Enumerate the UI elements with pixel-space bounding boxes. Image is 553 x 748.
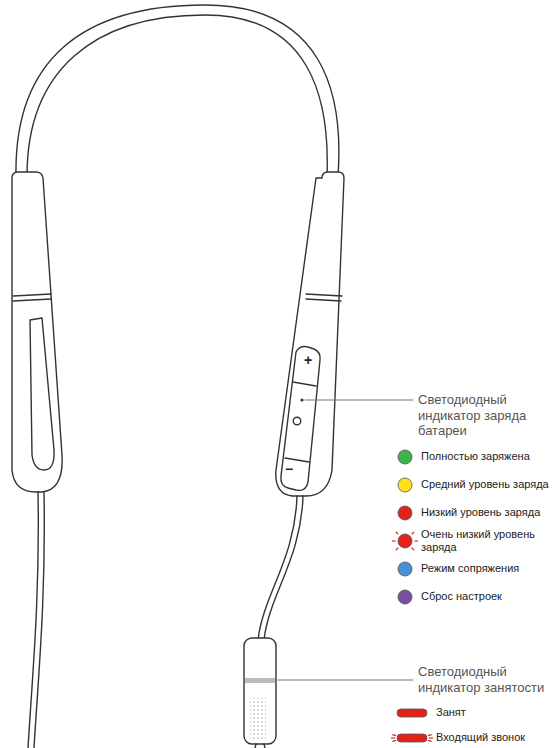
right-cable	[258, 496, 297, 640]
legend-label: Очень низкий уровень заряда	[421, 528, 550, 554]
callout-label: Светодиодный индикатор занятости	[418, 664, 550, 695]
left-cable	[34, 492, 44, 748]
bottom-cable	[255, 744, 265, 748]
legend-swatch	[397, 709, 427, 717]
legend-sample	[398, 590, 412, 604]
legend-swatch	[398, 450, 412, 464]
legend-label: Режим сопряжения	[421, 562, 550, 575]
legend-label: Сброс настроек	[421, 590, 550, 603]
left-pod-inner	[30, 318, 54, 470]
legend-sample	[391, 734, 433, 742]
right-pod	[276, 172, 344, 496]
button-sign: +	[301, 353, 315, 367]
legend-sample	[392, 532, 418, 550]
legend-label: Входящий звонок	[436, 731, 550, 744]
legend-swatch	[398, 562, 412, 576]
legend-swatch	[398, 506, 412, 520]
neckband-inner	[27, 15, 327, 176]
right-pod-seam	[306, 294, 342, 296]
neckband	[16, 5, 339, 176]
left-pod-seam	[13, 294, 51, 296]
flash-ray	[428, 735, 432, 736]
busy-led-band	[245, 678, 275, 683]
legend-sample	[398, 478, 412, 492]
flash-ray	[412, 532, 414, 534]
remote-housing	[244, 638, 276, 744]
multifunction-button	[293, 417, 301, 425]
leader-line	[278, 680, 413, 681]
battery-led	[300, 398, 303, 401]
flash-ray	[392, 540, 396, 541]
legend-sample	[398, 506, 412, 520]
flash-ray	[391, 737, 395, 738]
flash-ray	[415, 540, 419, 541]
right-pod-seam	[306, 299, 341, 301]
flash-ray	[396, 548, 398, 550]
legend-swatch	[398, 534, 412, 548]
left-pod	[12, 172, 62, 492]
legend-label: Занят	[436, 706, 550, 719]
legend-label: Низкий уровень заряда	[421, 506, 550, 519]
flash-ray	[392, 735, 396, 736]
legend-sample	[398, 450, 412, 464]
callout-label: Светодиодный индикатор заряда батареи	[418, 392, 550, 439]
legend-label: Средний уровень заряда	[421, 478, 550, 491]
control-strip	[281, 347, 320, 491]
legend-swatch	[397, 734, 427, 742]
left-pod-seam	[13, 299, 51, 301]
legend-sample	[398, 562, 412, 576]
microphone-grille	[250, 698, 266, 740]
button-sign: −	[282, 462, 296, 476]
legend-swatch	[398, 590, 412, 604]
right-cable	[264, 496, 303, 640]
legend-swatch	[398, 478, 412, 492]
flash-ray	[428, 740, 432, 741]
legend-label: Полностью заряжена	[421, 450, 550, 463]
flash-ray	[429, 737, 433, 738]
control-divider	[293, 382, 316, 386]
flash-ray	[392, 740, 396, 741]
leader-line	[305, 400, 413, 401]
flash-ray	[396, 532, 398, 534]
legend-sample	[397, 709, 427, 717]
flash-ray	[412, 548, 414, 550]
